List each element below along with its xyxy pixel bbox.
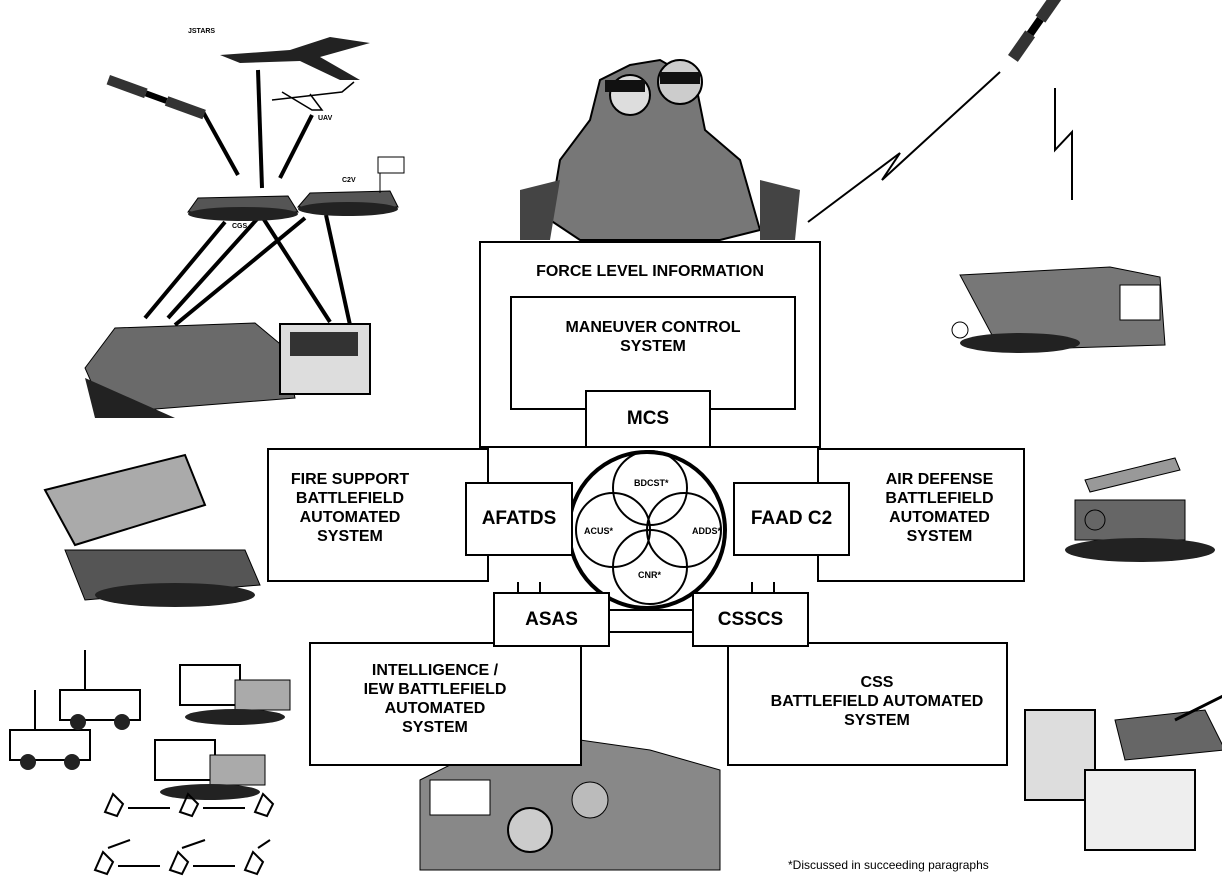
faad-c2-hub-box: FAAD C2 <box>733 482 850 556</box>
faad-c2-hub-label: FAAD C2 <box>750 508 833 529</box>
afatds-hub-box: AFATDS <box>465 482 573 556</box>
fire-support-line: BATTLEFIELD <box>295 490 405 507</box>
uav-label: UAV <box>318 115 333 122</box>
fire-support-line: SYSTEM <box>317 528 383 545</box>
css-line: CSS <box>860 674 894 691</box>
vehicle-icon <box>951 266 1166 353</box>
vehicle-icon <box>59 650 141 730</box>
intelligence-line: AUTOMATED <box>384 700 486 717</box>
css-label: CSS BATTLEFIELD AUTOMATED SYSTEM <box>752 673 1002 730</box>
soldier-icon <box>520 58 800 241</box>
aircraft-links <box>143 69 352 327</box>
fire-support-line: FIRE SUPPORT <box>290 471 410 488</box>
truck-icon <box>154 739 266 800</box>
mcs-hub-box: MCS <box>585 390 711 448</box>
uav-icon <box>271 81 355 111</box>
air-defense-line: AIR DEFENSE <box>885 471 994 488</box>
afatds-hub-label: AFATDS <box>481 508 557 529</box>
force-level-title: FORCE LEVEL INFORMATION <box>536 263 764 280</box>
asas-hub-box: ASAS <box>493 592 610 647</box>
css-box <box>727 642 1008 766</box>
air-defense-line: SYSTEM <box>906 528 973 545</box>
vehicle-icon <box>9 690 91 770</box>
fire-support-box <box>267 448 489 582</box>
air-defense-box <box>817 448 1025 582</box>
footnote: *Discussed in succeeding paragraphs <box>788 858 989 872</box>
csscs-hub-label: CSSCS <box>717 608 784 630</box>
adds-label: ADDS* <box>692 526 722 536</box>
css-line: SYSTEM <box>844 712 910 729</box>
intelligence-line: IEW BATTLEFIELD <box>363 681 507 698</box>
radio-links <box>807 71 1073 223</box>
intelligence-line: SYSTEM <box>402 719 468 736</box>
satellite-icon <box>106 75 206 120</box>
missile-launcher-icon <box>1065 457 1215 562</box>
air-defense-line: BATTLEFIELD <box>885 490 994 507</box>
intelligence-label: INTELLIGENCE / IEW BATTLEFIELD AUTOMATED… <box>335 661 535 737</box>
asas-hub-label: ASAS <box>525 608 578 630</box>
cgs-label: CGS <box>232 223 248 230</box>
truck-icon <box>179 664 291 725</box>
maneuver-control-line: SYSTEM <box>620 338 686 355</box>
air-defense-label: AIR DEFENSE BATTLEFIELD AUTOMATED SYSTEM <box>857 470 1022 546</box>
rocket-launcher-icon <box>43 453 261 607</box>
satellite-icon <box>1008 0 1063 62</box>
radio-icon <box>93 792 275 876</box>
acus-label: ACUS* <box>584 526 614 536</box>
fire-support-line: AUTOMATED <box>299 509 401 526</box>
maneuver-control-line: MANEUVER CONTROL <box>565 319 741 336</box>
aircraft-icon <box>220 37 370 80</box>
jstars-label: JSTARS <box>188 28 216 35</box>
vehicle-icon <box>187 195 299 221</box>
vehicle-icon <box>84 322 371 418</box>
maneuver-control-label: MANEUVER CONTROL SYSTEM <box>510 318 796 356</box>
fire-support-label: FIRE SUPPORT BATTLEFIELD AUTOMATED SYSTE… <box>270 470 430 546</box>
vehicle-icon <box>296 156 405 216</box>
truck-icon <box>1024 694 1222 851</box>
c2v-label: C2V <box>342 177 356 184</box>
csscs-hub-box: CSSCS <box>692 592 809 647</box>
soldier-icon <box>419 739 721 871</box>
bdcst-label: BDCST* <box>634 478 669 488</box>
intelligence-box <box>309 642 582 766</box>
mcs-hub-label: MCS <box>626 408 670 429</box>
air-defense-line: AUTOMATED <box>889 509 990 526</box>
cnr-label: CNR* <box>638 570 662 580</box>
intelligence-line: INTELLIGENCE / <box>371 662 499 679</box>
css-line: BATTLEFIELD AUTOMATED <box>770 693 984 710</box>
